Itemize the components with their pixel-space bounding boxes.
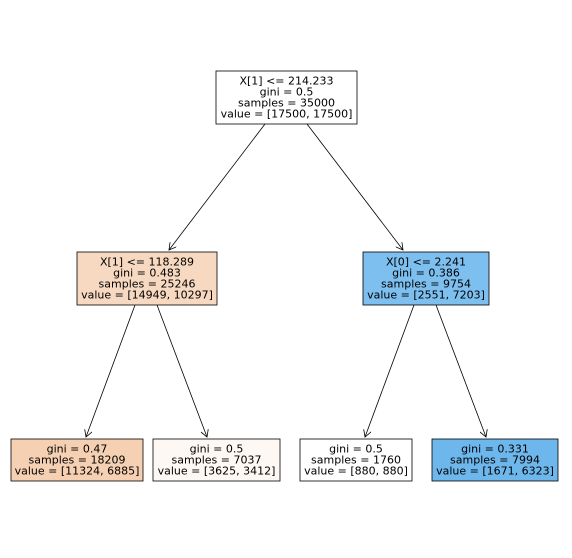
- tree-edges: [86, 123, 486, 437]
- node-label-line: samples = 18209: [29, 454, 126, 467]
- node-label-line: value = [11324, 6885]: [15, 465, 140, 478]
- node-label-line: value = [3625, 3412]: [158, 465, 276, 478]
- edge-left-to-left-right: [156, 304, 207, 437]
- edge-root-to-left: [169, 123, 266, 250]
- node-label-line: gini = 0.5: [329, 443, 383, 456]
- node-box: [299, 438, 413, 482]
- node-label-line: gini = 0.331: [461, 443, 529, 456]
- node-label-line: gini = 0.5: [260, 86, 314, 99]
- node-label-line: value = [14949, 10297]: [81, 289, 213, 302]
- node-label-line: samples = 9754: [381, 278, 471, 291]
- node-label-line: samples = 35000: [238, 97, 335, 110]
- node-box: [431, 438, 559, 482]
- node-label-line: value = [1671, 6323]: [436, 465, 554, 478]
- node-label-line: value = [2551, 7203]: [367, 289, 485, 302]
- node-label-line: X[0] <= 2.241: [386, 256, 466, 269]
- node-label-line: samples = 7994: [450, 454, 540, 467]
- node-box: [362, 251, 490, 306]
- node-label-line: samples = 7037: [172, 454, 262, 467]
- edge-left-to-left-left: [86, 304, 136, 437]
- node-label-line: gini = 0.483: [113, 267, 181, 280]
- node-box: [215, 70, 358, 125]
- node-label-line: samples = 25246: [99, 278, 196, 291]
- node-label-line: gini = 0.47: [47, 443, 108, 456]
- node-box: [76, 251, 218, 306]
- edge-right-to-right-left: [365, 304, 415, 437]
- node-label-line: value = [17500, 17500]: [221, 108, 353, 121]
- node-label-line: samples = 1760: [311, 454, 401, 467]
- node-label-line: gini = 0.5: [190, 443, 244, 456]
- node-label-line: X[1] <= 118.289: [100, 256, 194, 269]
- node-box: [10, 438, 144, 482]
- node-label-line: X[1] <= 214.233: [239, 75, 333, 88]
- edge-root-to-right: [306, 123, 403, 250]
- node-box: [152, 438, 281, 482]
- node-label-line: value = [880, 880]: [304, 465, 408, 478]
- node-label-line: gini = 0.386: [392, 267, 460, 280]
- edge-right-to-right-right: [435, 304, 486, 437]
